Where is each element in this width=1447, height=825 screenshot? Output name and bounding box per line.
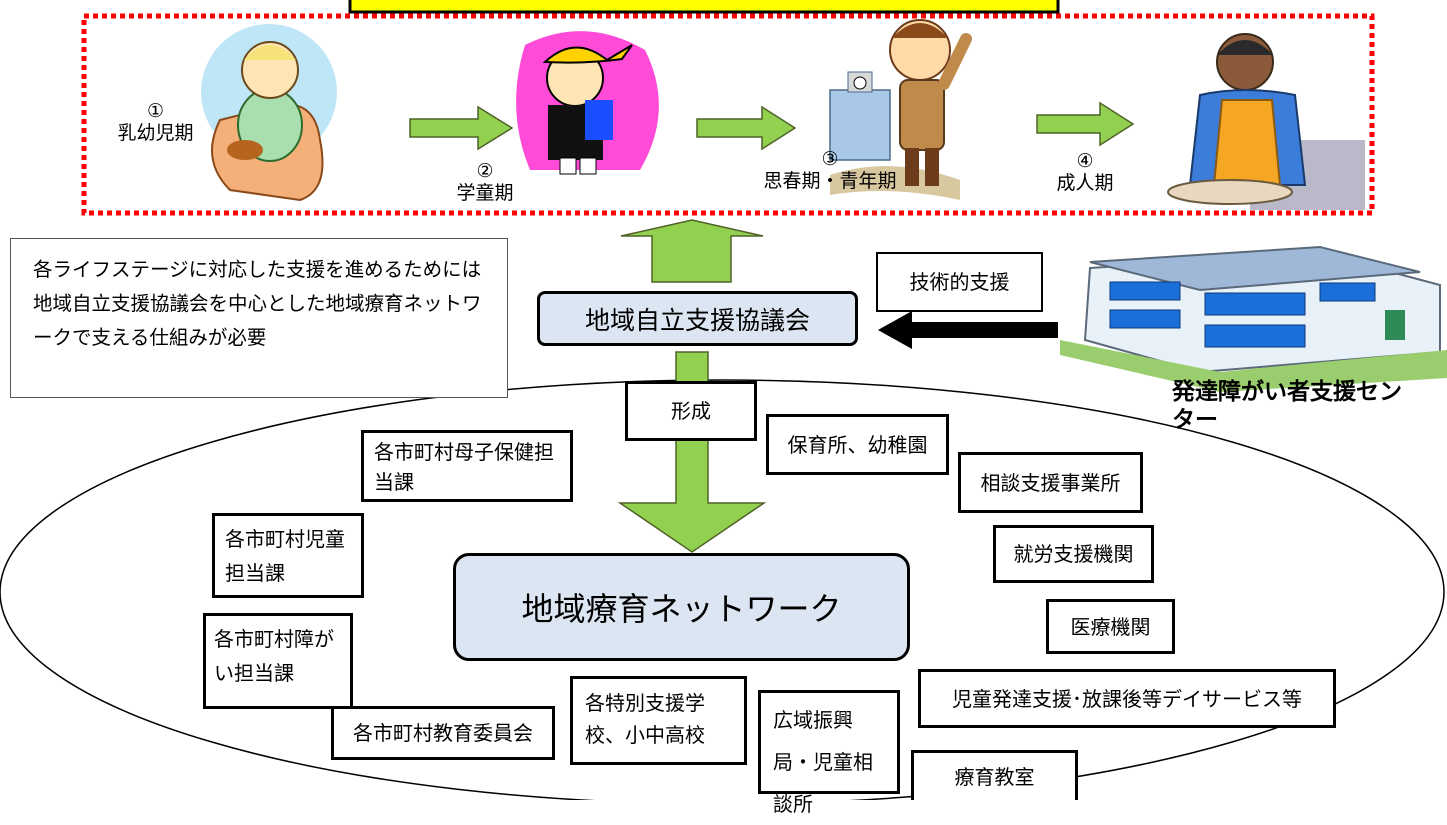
technical-support-box: 技術的支援: [876, 252, 1043, 312]
stage-3-number: ③: [821, 148, 839, 170]
org-disability-dept: 各市町村障がい担当課: [203, 613, 353, 709]
org-schools-label: 各特別支援学校、小中高校: [585, 691, 705, 747]
formation-label: 形成: [671, 399, 711, 423]
stage-illustration-child: [516, 31, 659, 175]
down-arrow: [617, 351, 767, 553]
org-disability-dept-label: 各市町村障がい担当課: [214, 627, 334, 685]
org-employment-label: 就労支援機関: [1013, 542, 1134, 566]
org-medical-label: 医療機関: [1070, 614, 1151, 639]
description-box: 各ライフステージに対応した支援を進めるためには地域自立支援協議会を中心とした地域…: [10, 238, 508, 398]
network-box: 地域療育ネットワーク: [453, 553, 910, 661]
stage-4-text: 成人期: [1056, 172, 1114, 194]
org-nursery-label: 保育所、幼稚園: [787, 432, 928, 457]
org-maternal-health-label: 各市町村母子保健担当課: [374, 440, 554, 494]
org-regional-office: 広域振興局・児童相談所: [758, 690, 900, 816]
org-education-board-label: 各市町村教育委員会: [353, 721, 533, 745]
stage-illustration-baby: [201, 24, 337, 202]
formation-box: 形成: [625, 381, 757, 441]
org-consultation-label: 相談支援事業所: [980, 470, 1121, 495]
org-therapy-class-label: 療育教室: [954, 764, 1035, 789]
technical-support-label: 技術的支援: [909, 270, 1010, 294]
building-illustration: [1060, 245, 1447, 392]
org-nursery: 保育所、幼稚園: [766, 414, 949, 475]
council-box: 地域自立支援協議会: [537, 291, 858, 346]
description-text: 各ライフステージに対応した支援を進めるためには地域自立支援協議会を中心とした地域…: [33, 258, 482, 349]
lifestage-frame: [81, 13, 1375, 216]
stage-arrow-2: [696, 105, 797, 151]
stage-4-number: ④: [1076, 150, 1094, 172]
support-arrow: [878, 311, 1058, 349]
org-child-dev-label: 児童発達支援･放課後等デイサービス等: [952, 686, 1302, 711]
org-education-board: 各市町村教育委員会: [331, 706, 555, 760]
support-center-name: 発達障がい者支援センター: [1172, 378, 1412, 434]
stage-arrow-1: [409, 105, 514, 151]
org-medical: 医療機関: [1046, 599, 1175, 654]
org-child-dept: 各市町村児童担当課: [212, 513, 364, 598]
up-arrow: [620, 219, 764, 283]
org-child-dev: 児童発達支援･放課後等デイサービス等: [918, 669, 1336, 728]
org-employment: 就労支援機関: [993, 525, 1154, 583]
network-ellipse: [0, 379, 1445, 800]
diagram-graphics: [0, 0, 1447, 800]
org-therapy-class: 療育教室: [911, 750, 1078, 800]
stage-3-text: 思春期・青年期: [763, 170, 897, 192]
org-maternal-health: 各市町村母子保健担当課: [361, 430, 573, 502]
stage-arrow-3: [1036, 101, 1135, 147]
stage-1-number: ①: [146, 100, 165, 122]
stage-1-text: 乳幼児期: [117, 122, 194, 144]
stage-illustration-youth: [829, 19, 972, 200]
org-consultation: 相談支援事業所: [958, 452, 1143, 513]
stage-2-text: 学童期: [456, 182, 514, 204]
org-child-dept-label: 各市町村児童担当課: [225, 527, 345, 585]
org-schools: 各特別支援学校、小中高校: [570, 676, 747, 765]
council-label: 地域自立支援協議会: [584, 305, 810, 335]
stage-illustration-adult: [1167, 33, 1365, 210]
title-banner: [348, 0, 1060, 14]
stage-2-number: ②: [476, 160, 494, 182]
network-label: 地域療育ネットワーク: [521, 590, 842, 628]
support-center-label: 発達障がい者支援センター: [1172, 379, 1402, 433]
